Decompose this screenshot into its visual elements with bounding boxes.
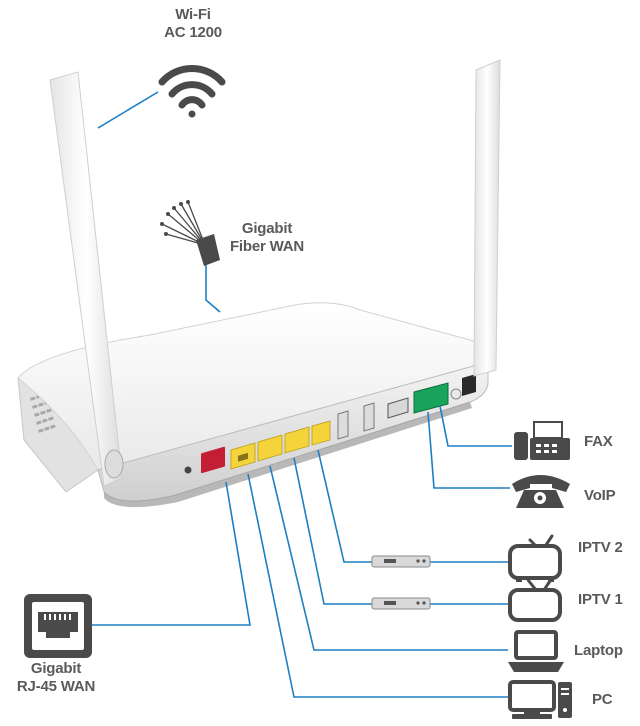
line-pc [247,473,508,698]
line-fiber [205,262,221,313]
fax-icon [514,421,570,460]
pc-label: PC [592,691,613,708]
iptv2-label: IPTV 2 [578,539,623,556]
line-iptv2-a [317,449,372,563]
port-phone-green [413,382,449,414]
connection-lines [92,91,512,698]
rj45-port-icon [24,594,92,658]
wifi-icon [158,65,226,118]
pc-icon [508,680,572,719]
line-wifi [97,91,159,129]
fiber-label-line1: Gigabit [241,220,293,237]
port-wan-red [201,446,225,474]
power-button [450,388,462,400]
router [17,302,490,508]
fiber-wan-label: Gigabit Fiber WAN [224,220,310,256]
line-voip [427,411,510,489]
line-rj45 [92,481,251,626]
power-jack [462,374,476,396]
laptop-label: Laptop [574,642,623,659]
router-top [17,302,490,471]
iptv1-label: IPTV 1 [578,591,623,608]
port-usb [337,402,375,440]
set-top-box-icon [371,555,431,568]
fiber-label-line2: Fiber WAN [229,238,305,255]
antenna-right [473,59,501,377]
tv-icon [508,534,562,582]
line-laptop [269,465,508,651]
voip-label: VoIP [584,487,616,504]
fax-label: FAX [584,433,613,450]
line-fax [439,405,512,447]
port-lan-yellow [230,420,331,470]
antenna-left [49,71,124,487]
wifi-label-line1: Wi-Fi [175,6,211,23]
wifi-label-line2: AC 1200 [164,24,222,41]
laptop-icon [508,630,564,672]
reset-button [184,466,192,474]
rj45-label-line1: Gigabit [30,660,82,677]
port-optical [387,397,409,419]
wifi-label: Wi-Fi AC 1200 [158,6,228,42]
rj45-label-line2: RJ-45 WAN [16,678,96,695]
tv-icon [508,576,562,622]
set-top-box-icon [371,597,431,610]
rj45-wan-label: Gigabit RJ-45 WAN [8,660,104,696]
line-iptv1-a [293,457,372,605]
phone-icon [512,475,570,508]
fiber-cable-icon [160,200,220,266]
